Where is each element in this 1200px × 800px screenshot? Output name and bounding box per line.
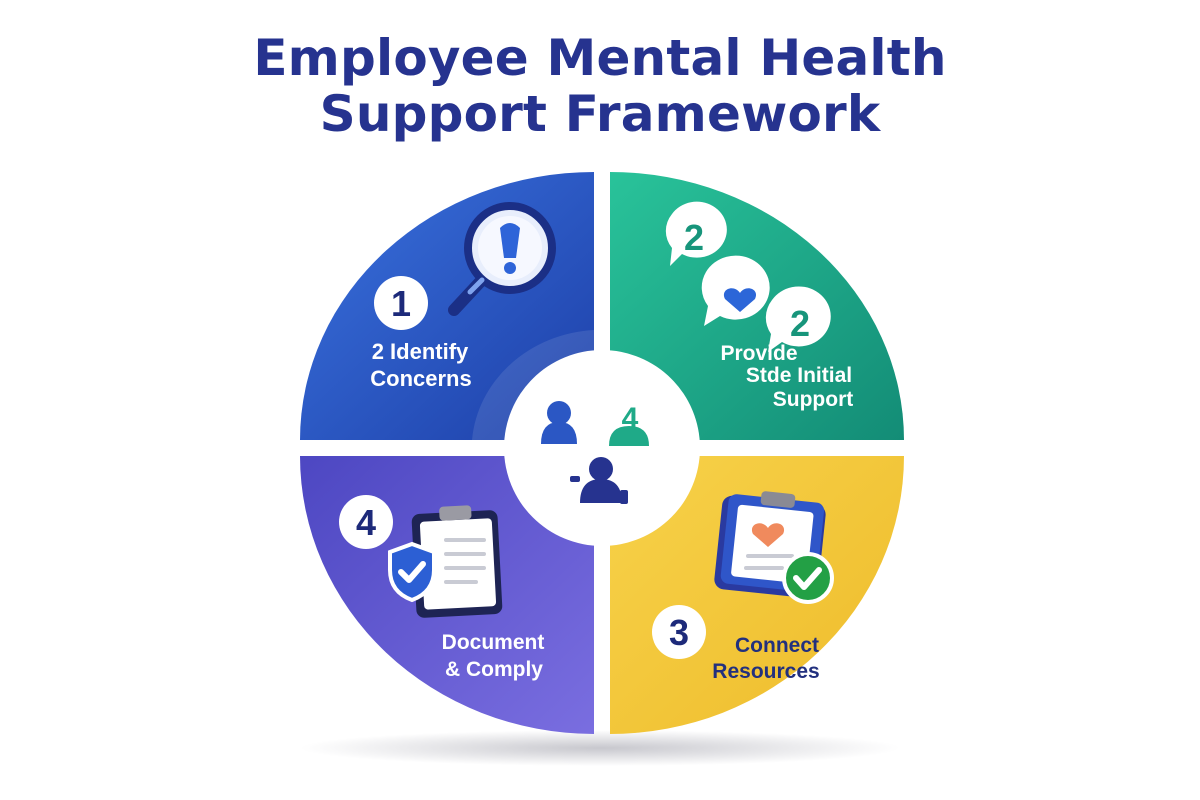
quadrant-3-shape xyxy=(610,456,904,734)
step-3-badge: 3 xyxy=(652,605,706,659)
diagram-title: Employee Mental Health Support Framework xyxy=(0,30,1200,142)
quadrant-3-label-line-2: Resources xyxy=(712,660,819,683)
quadrant-1-label-line-1: 2 Identify xyxy=(372,339,469,364)
quadrant-2-label-line-1: Provide xyxy=(720,342,797,365)
title-line-2: Support Framework xyxy=(319,85,881,143)
quadrant-2-label-line-3: Support xyxy=(773,388,853,411)
quadrant-connect-resources[interactable] xyxy=(610,456,904,734)
quadrant-4-label-line-1: Document xyxy=(442,631,545,654)
quadrant-2-label-line-2: Stde Initial xyxy=(746,364,852,387)
title-line-1: Employee Mental Health xyxy=(253,29,947,87)
ground-shadow xyxy=(300,730,900,766)
magnifier-alert-icon xyxy=(448,202,556,316)
step-4-badge: 4 xyxy=(339,495,393,549)
chat-bubble-2-number: 2 xyxy=(790,303,810,344)
step-4-number: 4 xyxy=(356,502,376,543)
clipboard-heart-check-icon xyxy=(714,491,834,604)
step-3-number: 3 xyxy=(669,612,689,653)
people-group-icon: 4 xyxy=(541,401,649,504)
quadrant-1-label-line-2: Concerns xyxy=(370,366,471,391)
clipboard-shield-check-icon xyxy=(388,505,503,618)
step-1-number: 1 xyxy=(391,283,411,324)
quadrant-3-label-line-1: Connect xyxy=(735,634,819,657)
quadrant-4-label-line-2: & Comply xyxy=(445,658,543,681)
center-circle xyxy=(504,350,700,546)
step-1-badge: 1 xyxy=(374,276,428,330)
chat-bubble-1-number: 2 xyxy=(684,217,704,258)
chat-heart-icon: 2 2 xyxy=(665,201,831,352)
